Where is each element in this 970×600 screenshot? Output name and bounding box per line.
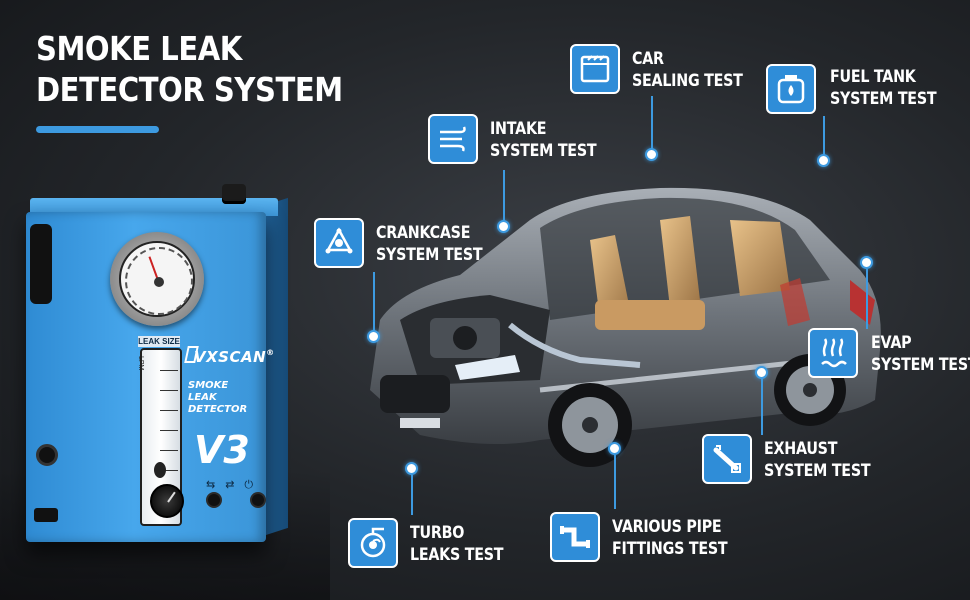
- device-side-panel: [266, 197, 288, 536]
- feature-pipe-fittings: VARIOUS PIPE FITTINGS TEST: [612, 517, 728, 559]
- title-line-1: SMOKE LEAK: [36, 29, 242, 68]
- flow-control-dial[interactable]: [150, 484, 184, 518]
- pressure-gauge-icon: [110, 232, 204, 326]
- feature-exhaust: EXHAUST SYSTEM TEST: [764, 439, 871, 481]
- feature-intake: INTAKE SYSTEM TEST: [490, 119, 597, 161]
- vapor-icon: [808, 328, 858, 378]
- wind-icon: [428, 114, 478, 164]
- crankshaft-icon: [314, 218, 364, 268]
- car-cutaway-illustration: [370, 187, 881, 467]
- hose-clip-icon: [30, 224, 52, 304]
- exhaust-marker: [755, 366, 768, 379]
- fuel-can-icon: [766, 64, 816, 114]
- exhaust-pipe-icon: [702, 434, 752, 484]
- evap-marker: [860, 256, 873, 269]
- flow-unit-label: LPM: [137, 356, 144, 371]
- car-sealing-marker: [645, 148, 658, 161]
- control-icons: ⇆⇄⏻: [206, 479, 264, 491]
- page-title: SMOKE LEAK DETECTOR SYSTEM: [36, 28, 343, 110]
- model-name: V3: [194, 428, 250, 472]
- flow-ball: [154, 462, 166, 478]
- feature-car-sealing: CAR SEALING TEST: [632, 49, 743, 91]
- fuel-tank-marker: [817, 154, 830, 167]
- feature-fuel-tank: FUEL TANK SYSTEM TEST: [830, 67, 937, 109]
- power-port-icon: [34, 508, 58, 522]
- pipe-marker: [608, 442, 621, 455]
- pipe-fitting-icon: [550, 512, 600, 562]
- turbo-icon: [348, 518, 398, 568]
- window-icon: [570, 44, 620, 94]
- device-top-panel: [30, 198, 278, 216]
- turbo-marker: [405, 462, 418, 475]
- title-underline: [36, 126, 159, 133]
- crankcase-marker: [367, 330, 380, 343]
- feature-turbo: TURBO LEAKS TEST: [410, 523, 504, 565]
- feature-crankcase: CRANKCASE SYSTEM TEST: [376, 223, 483, 265]
- mode-button[interactable]: [206, 492, 222, 508]
- smoke-outlet-port-icon: [36, 444, 58, 466]
- leak-size-label: LEAK SIZE: [138, 336, 180, 347]
- intake-marker: [497, 220, 510, 233]
- product-name: SMOKE LEAK DETECTOR: [188, 380, 248, 415]
- brand-name: VXSCAN®: [194, 348, 275, 366]
- power-button[interactable]: [250, 492, 266, 508]
- top-knob-icon: [222, 184, 246, 204]
- feature-evap: EVAP SYSTEM TEST: [871, 333, 970, 375]
- smoke-detector-device: LEAK SIZE LPM VXSCAN® SMOKE LEAK DETECTO…: [0, 0, 330, 600]
- title-line-2: DETECTOR SYSTEM: [36, 70, 343, 109]
